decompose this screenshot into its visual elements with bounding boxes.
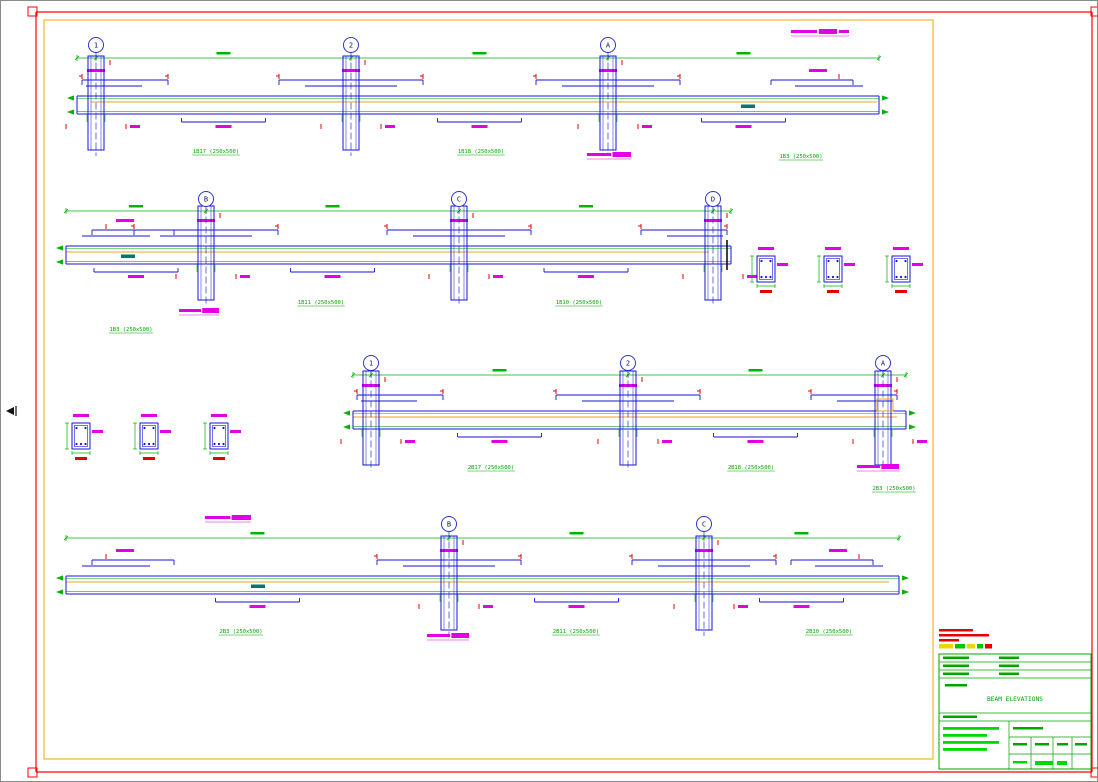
column-grid-B: B bbox=[197, 191, 215, 306]
column-grid-A: A bbox=[874, 355, 892, 471]
beam-label-text: 1B10 (250x500) bbox=[556, 300, 602, 306]
grid-bubble bbox=[343, 37, 359, 53]
beam-label: 1B11 (250x500) bbox=[297, 300, 345, 307]
sheet-frame bbox=[6, 6, 1097, 778]
grid-bubble-label: C bbox=[702, 521, 706, 529]
column-grid-B: B bbox=[440, 516, 458, 636]
rebar-callouts bbox=[82, 540, 883, 609]
beam-label-text: 1B17 (250x500) bbox=[193, 149, 239, 155]
grid-bubble-label: B bbox=[447, 521, 451, 529]
beam-label: 1B3 (250x500) bbox=[108, 327, 154, 334]
title-block: BEAM ELEVATIONS bbox=[938, 653, 1092, 770]
beam-label: 2B3 (250x500) bbox=[871, 486, 917, 493]
rebar-callouts bbox=[65, 60, 863, 129]
grid-bubble-label: 1 bbox=[94, 42, 98, 50]
dimension-line bbox=[63, 205, 734, 214]
grid-bubble-label: A bbox=[881, 360, 886, 368]
beam-label: 2B11 (250x500) bbox=[552, 629, 600, 636]
beam-label: 2B17 (250x500) bbox=[467, 465, 515, 472]
beam-label-text: 1B11 (250x500) bbox=[298, 300, 344, 306]
grid-bubble-label: D bbox=[711, 196, 715, 204]
cross-section bbox=[65, 414, 103, 460]
dimension-line bbox=[74, 52, 882, 61]
cross-section bbox=[750, 247, 788, 293]
beam-label-text: 2B17 (250x500) bbox=[468, 465, 514, 471]
beam-label-text: 1B3 (250x500) bbox=[779, 154, 822, 160]
column-grid-C: C bbox=[695, 516, 713, 636]
stirrup-note bbox=[179, 308, 219, 316]
elevation-E1: 1 2 A 1B17 (250x500) 1B18 (250x500) 1B3 (250x… bbox=[65, 37, 889, 161]
elevation-E3: 1 2 A 2B17 (250x500) 2B18 (250x500) 2B3 (250x… bbox=[65, 355, 927, 493]
grid-bubble bbox=[88, 37, 104, 53]
general-note bbox=[791, 29, 849, 37]
beam-label-text: 1B3 (250x500) bbox=[109, 327, 152, 333]
beam-label: 1B10 (250x500) bbox=[555, 300, 603, 307]
beam-label-text: 1B18 (250x500) bbox=[458, 149, 504, 155]
beam-label: 2B18 (250x500) bbox=[727, 465, 775, 472]
grid-bubble bbox=[441, 516, 457, 532]
grid-bubble-label: B bbox=[204, 196, 208, 204]
stirrup-note bbox=[205, 515, 251, 523]
grid-bubble bbox=[600, 37, 616, 53]
column-grid-1: 1 bbox=[87, 37, 105, 156]
grid-bubble-label: 2 bbox=[349, 42, 353, 50]
column-grid-A: A bbox=[599, 37, 617, 156]
cross-section bbox=[885, 247, 923, 293]
grid-bubble bbox=[620, 355, 636, 371]
beam-label: 2B3 (250x500) bbox=[218, 629, 264, 636]
cross-section bbox=[203, 414, 241, 460]
grid-bubble bbox=[696, 516, 712, 532]
elevation-E2: B C D 1B11 (250x500) 1B10 (250x500) 1B3 (250x… bbox=[56, 191, 923, 334]
cross-section bbox=[133, 414, 171, 460]
beam-label: 1B18 (250x500) bbox=[457, 149, 505, 156]
beam-label: 1B3 (250x500) bbox=[778, 154, 824, 161]
column-grid-2: 2 bbox=[619, 355, 637, 471]
grid-bubble bbox=[451, 191, 467, 207]
column-grid-C: C bbox=[450, 191, 468, 306]
revision-legend bbox=[939, 629, 992, 649]
grid-bubble bbox=[875, 355, 891, 371]
elevation-E4: B C 2B3 (250x500) 2B11 (250x500) 2B10 (250x5… bbox=[56, 515, 909, 641]
grid-bubble-label: A bbox=[606, 42, 611, 50]
cross-section bbox=[817, 247, 855, 293]
stirrup-note bbox=[587, 152, 631, 160]
beam-label: 2B10 (250x500) bbox=[805, 629, 853, 636]
stirrup-note bbox=[857, 464, 899, 472]
grid-bubble bbox=[705, 191, 721, 207]
beam-label-text: 2B10 (250x500) bbox=[806, 629, 852, 635]
grid-bubble-label: C bbox=[457, 196, 461, 204]
beam-label-text: 2B18 (250x500) bbox=[728, 465, 774, 471]
grid-bubble-label: 2 bbox=[626, 360, 630, 368]
dimension-line bbox=[63, 532, 902, 541]
column-grid-2: 2 bbox=[342, 37, 360, 156]
title-block-title: BEAM ELEVATIONS bbox=[987, 696, 1043, 703]
grid-bubble bbox=[363, 355, 379, 371]
fold-mark bbox=[6, 406, 17, 416]
beam-label: 1B17 (250x500) bbox=[192, 149, 240, 156]
grid-bubble bbox=[198, 191, 214, 207]
column-grid-D: D bbox=[704, 191, 722, 306]
stirrup-note bbox=[427, 633, 469, 641]
beam-label-text: 2B11 (250x500) bbox=[553, 629, 599, 635]
grid-bubble-label: 1 bbox=[369, 360, 373, 368]
beam-label-text: 2B3 (250x500) bbox=[219, 629, 262, 635]
column-grid-1: 1 bbox=[362, 355, 380, 471]
beam-label-text: 2B3 (250x500) bbox=[872, 486, 915, 492]
